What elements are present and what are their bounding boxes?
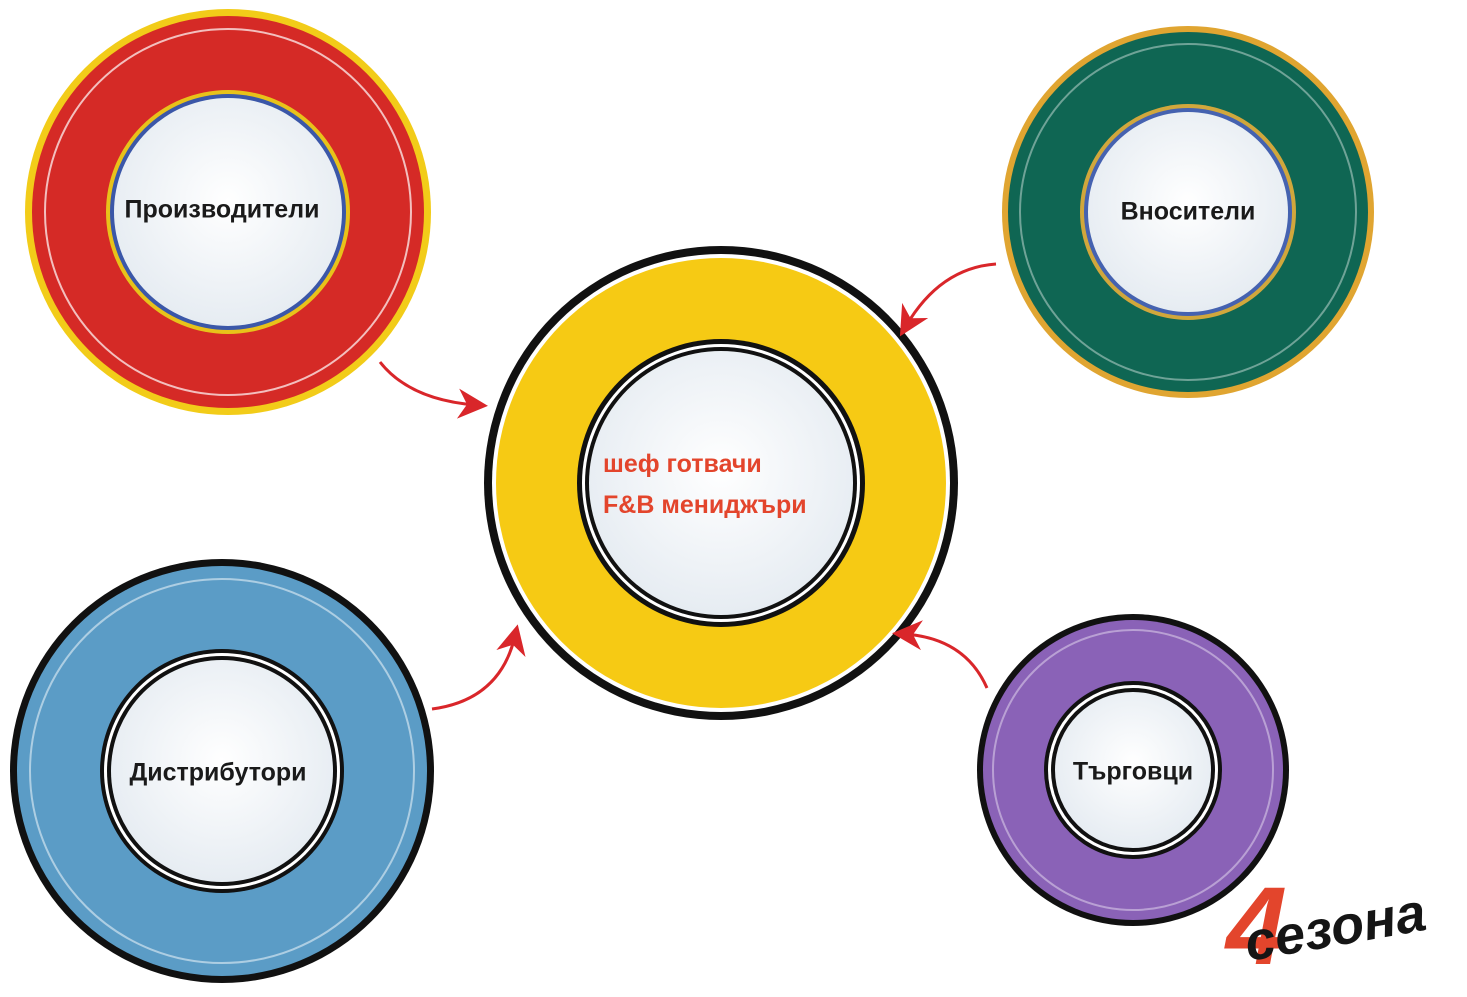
logo-4-sezona: 4 сезона [1218, 872, 1458, 990]
center-line-2: F&B мениджъри [603, 491, 807, 519]
arrow-importers-to-center [899, 262, 997, 337]
label-producers: Производители [124, 195, 320, 224]
plate-center [484, 246, 958, 720]
plate-producers [25, 9, 431, 415]
arrow-producers-to-center [378, 361, 488, 419]
label-traders: Търговци [1072, 757, 1194, 786]
plate-importers [1002, 26, 1374, 398]
logo-digit: 4 [1226, 865, 1288, 988]
label-distributors: Дистрибутори [129, 758, 307, 787]
center-line-1: шеф готвачи [603, 450, 762, 478]
plate-distributors [10, 559, 434, 983]
arrow-traders-to-center [892, 620, 989, 689]
label-importers: Вносители [1120, 197, 1256, 226]
arrow-distributors-to-center [431, 624, 526, 711]
plate-traders [977, 614, 1289, 926]
